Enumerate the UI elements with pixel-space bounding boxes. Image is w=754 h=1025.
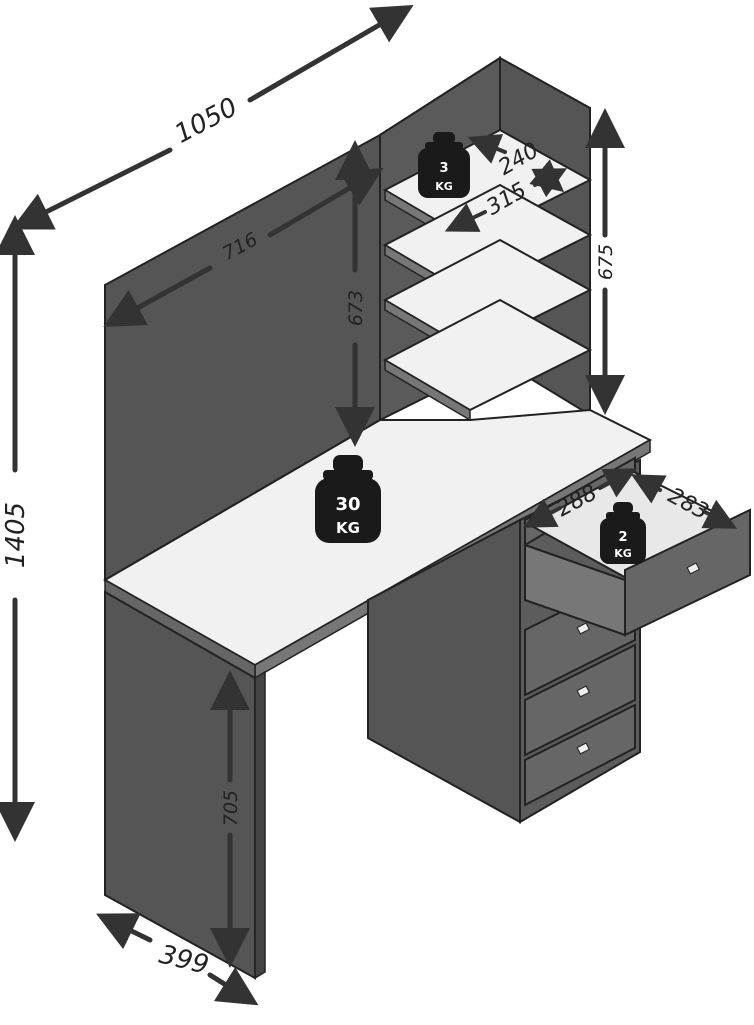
shelf-width-arrow — [444, 203, 487, 232]
board-width-arrow-right — [267, 167, 384, 238]
label-desk-height: 705 — [220, 790, 242, 826]
label-total-height: 1405 — [1, 502, 31, 568]
desktop-weight-unit: KG — [336, 519, 360, 537]
dimension-lines — [0, 4, 738, 1006]
shelf-weight-value: 3 — [439, 161, 448, 176]
width-arrow-right — [247, 4, 414, 103]
drawer-width-arrow-left — [522, 498, 562, 528]
width-arrow-left — [11, 147, 173, 230]
drawer-front-3 — [524, 643, 636, 757]
weight-icon-drawer: 2 KG — [600, 502, 646, 564]
shelves — [382, 128, 593, 422]
desktop-weight-value: 30 — [335, 494, 360, 515]
open-drawer-handle — [686, 562, 700, 575]
weight-icon-desktop: 30 KG — [315, 455, 381, 543]
weight-icon-shelf: 3 KG — [418, 132, 470, 198]
label-shelf-height: 675 — [595, 244, 617, 280]
drawer-handle-4 — [576, 742, 590, 755]
drawer-depth-arrow-left — [630, 474, 667, 504]
shelf-width-arrow-b — [531, 168, 568, 198]
drawer-depth-arrow-right — [701, 499, 738, 529]
drawer-handle-3 — [576, 685, 590, 698]
label-board-height: 673 — [345, 290, 367, 326]
board-width-arrow-left — [103, 265, 213, 327]
open-drawer-front — [624, 508, 751, 637]
shelf-depth-arrow — [467, 134, 507, 164]
left-leg-edge — [254, 670, 266, 980]
drawer-weight-value: 2 — [618, 530, 627, 545]
drawer-front-4 — [524, 703, 636, 807]
desk-body — [102, 56, 751, 980]
drawer-handle-2 — [576, 622, 590, 635]
shelf-weight-unit: KG — [435, 180, 453, 193]
label-total-width: 1050 — [170, 92, 243, 150]
depth-arrow-right — [207, 967, 259, 1006]
depth-arrow-left — [96, 913, 153, 950]
drawer-width-arrow-right — [598, 468, 638, 498]
drawer-weight-unit: KG — [614, 547, 632, 560]
